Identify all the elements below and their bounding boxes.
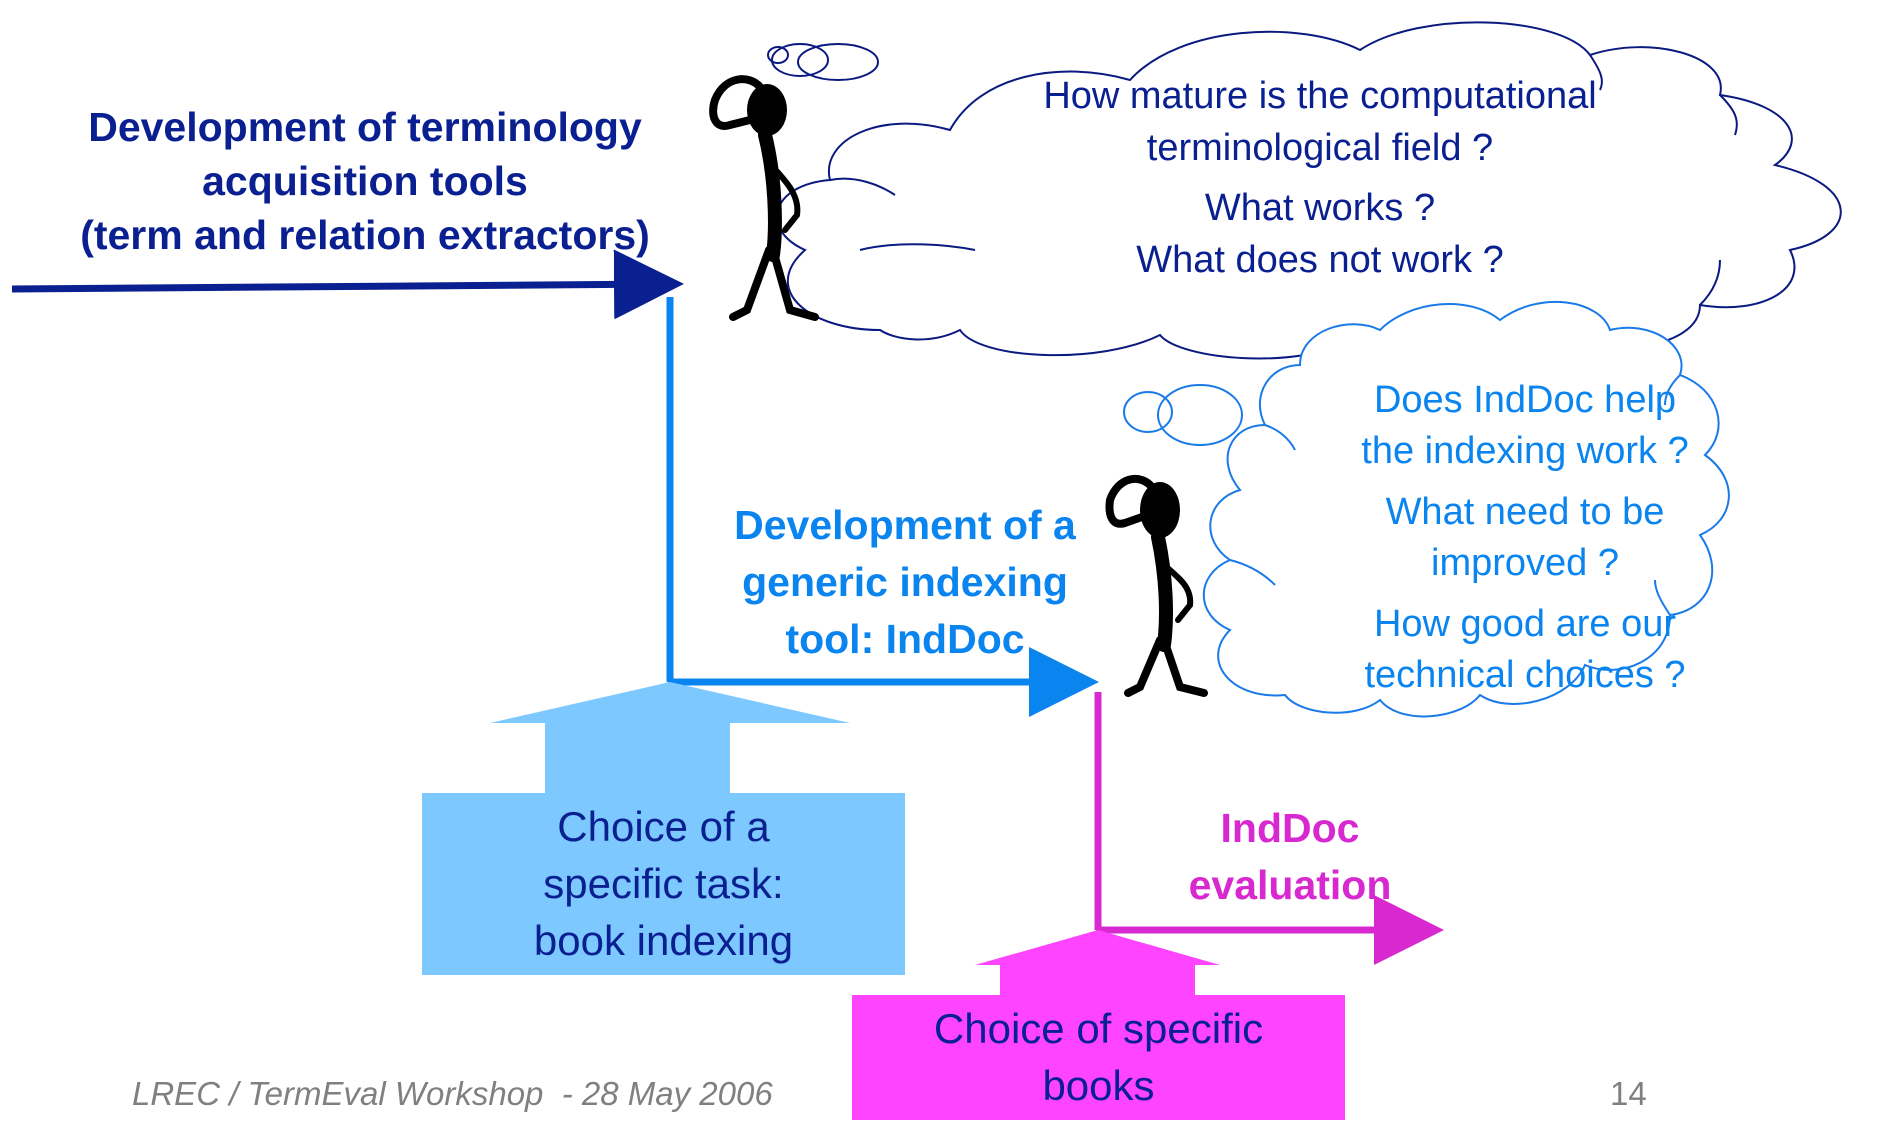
thought-line: What need to be — [1385, 491, 1665, 533]
task-line: specific task: — [543, 860, 784, 907]
thought-line: How good are our — [1373, 603, 1677, 645]
thought-line: What works ? — [1204, 187, 1436, 229]
thinking-stick-figure-icon — [709, 75, 819, 321]
thought-line: How mature is the computational — [1043, 75, 1597, 117]
footer-caption: LREC / TermEval Workshop - 28 May 2006 — [132, 1075, 773, 1112]
thought-line: What does not work ? — [1136, 239, 1504, 281]
task-input-block — [422, 682, 905, 975]
terminology-line: acquisition tools — [202, 158, 528, 204]
books-input-label: Choice of specific books — [852, 1000, 1345, 1114]
indexing-line: generic indexing — [742, 559, 1068, 605]
thought-line: technical choices ? — [1364, 654, 1686, 696]
terminology-arrow — [11, 249, 684, 320]
lower-thought-text: Does IndDoc help the indexing work ? Wha… — [1300, 375, 1750, 701]
indexing-stage-label: Development of a generic indexing tool: … — [680, 497, 1130, 668]
terminology-line: (term and relation extractors) — [80, 212, 650, 258]
evaluation-stage-label: IndDoc evaluation — [1130, 800, 1450, 914]
thought-line: improved ? — [1431, 542, 1619, 584]
task-input-label: Choice of a specific task: book indexing — [422, 798, 905, 969]
indexing-line: Development of a — [734, 502, 1076, 548]
thought-line: the indexing work ? — [1361, 430, 1689, 472]
thought-line: Does IndDoc help — [1373, 379, 1677, 421]
books-line: books — [1042, 1062, 1155, 1109]
books-input-block — [852, 930, 1345, 1120]
terminology-line: Development of terminology — [88, 104, 642, 150]
thought-line: terminological field ? — [1146, 127, 1494, 169]
evaluation-line: evaluation — [1188, 862, 1392, 908]
evaluation-line: IndDoc — [1220, 805, 1360, 851]
terminology-stage-label: Development of terminology acquisition t… — [20, 100, 710, 262]
indexing-line: tool: IndDoc — [785, 616, 1025, 662]
thinking-stick-figure-icon — [1105, 475, 1208, 697]
page-number: 14 — [1610, 1075, 1647, 1112]
thought-cloud-icon — [1123, 300, 1730, 718]
thought-cloud-icon — [767, 21, 1842, 361]
task-line: book indexing — [533, 917, 794, 964]
upper-thought-text: How mature is the computational terminol… — [960, 70, 1680, 286]
books-line: Choice of specific — [933, 1005, 1264, 1052]
task-line: Choice of a — [557, 803, 770, 850]
